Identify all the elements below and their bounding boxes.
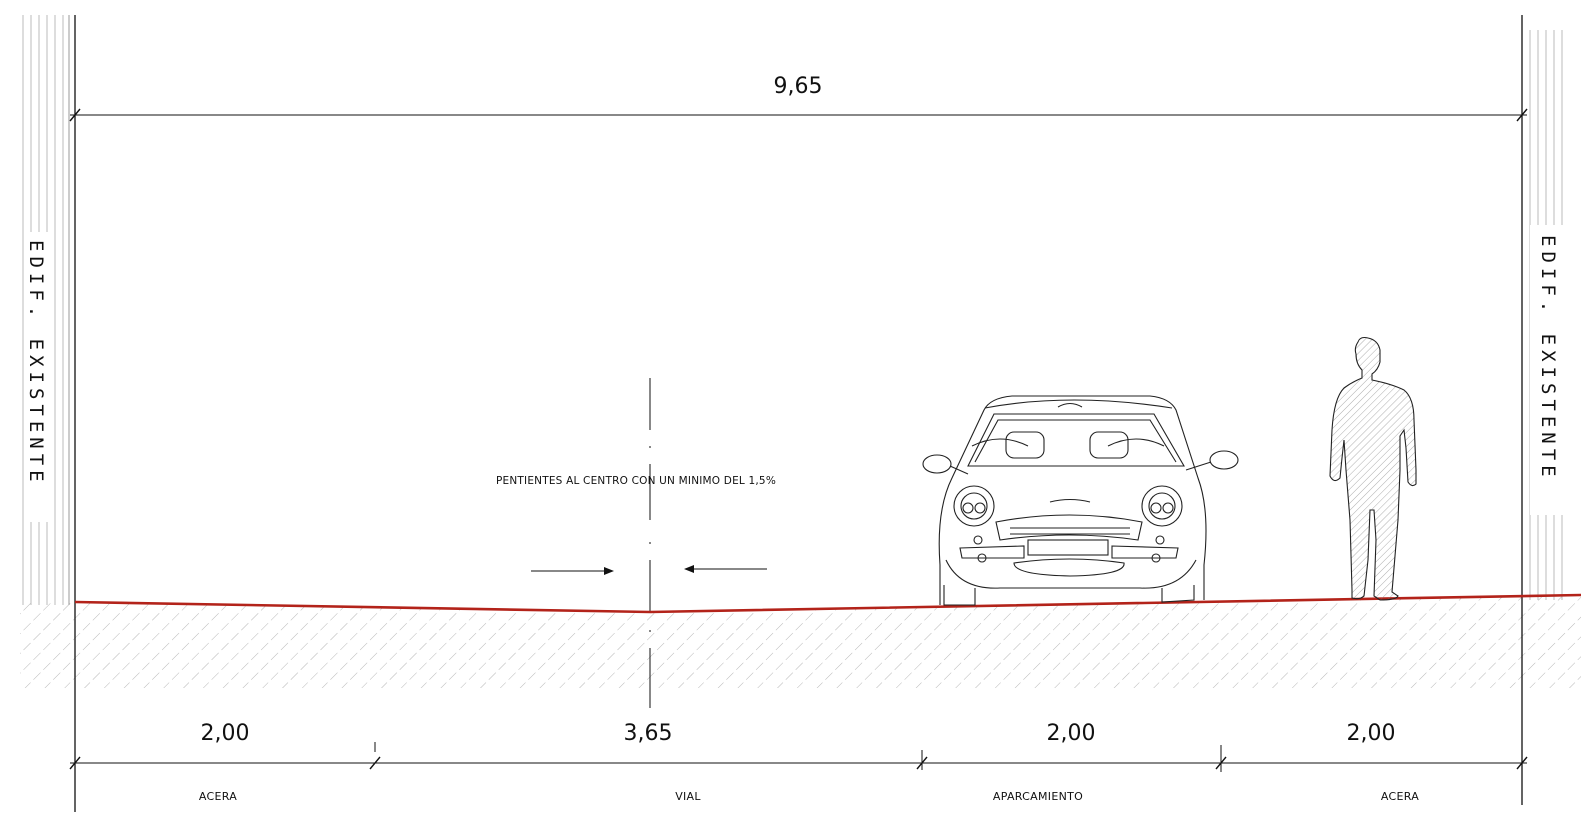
zone-label-aparcamiento: APARCAMIENTO <box>993 790 1083 803</box>
segment-dimension-acera-left: 2,00 <box>201 721 250 746</box>
ground-profile-line <box>74 593 1581 614</box>
segment-dimension-acera-right: 2,00 <box>1347 721 1396 746</box>
zone-label-acera-left: ACERA <box>199 790 237 803</box>
left-building-label: EDIF. EXISTENTE <box>25 240 47 487</box>
segment-dimension-aparcamiento: 2,00 <box>1047 721 1096 746</box>
zone-label-acera-right: ACERA <box>1381 790 1419 803</box>
total-width-label: 9,65 <box>774 74 823 99</box>
person-silhouette-icon <box>1329 336 1417 601</box>
total-dimension-line <box>69 108 1528 122</box>
segment-dimension-vial: 3,65 <box>624 721 673 746</box>
zone-label-vial: VIAL <box>675 790 701 803</box>
right-building-label: EDIF. EXISTENTE <box>1537 235 1559 482</box>
slope-arrow-right <box>684 565 767 573</box>
slope-note: PENTIENTES AL CENTRO CON UN MINIMO DEL 1… <box>496 475 776 487</box>
car-front-view-icon <box>922 395 1239 606</box>
slope-arrow-left <box>531 567 614 575</box>
segment-dimension-line <box>69 742 1528 772</box>
